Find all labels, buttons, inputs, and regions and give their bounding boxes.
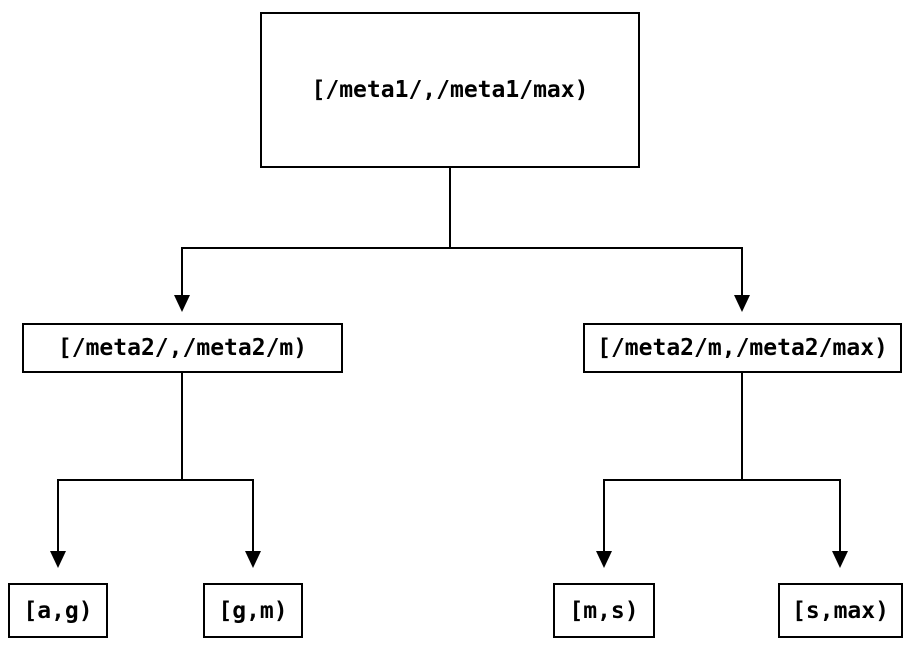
node-leaf-a-g: [a,g) xyxy=(8,583,108,638)
node-leaf-g-m-label: [g,m) xyxy=(218,597,288,624)
node-meta2-high: [/meta2/m,/meta2/max) xyxy=(583,323,902,373)
arrowhead xyxy=(596,551,612,568)
node-leaf-s-max-label: [s,max) xyxy=(792,597,889,624)
node-meta2-low-label: [/meta2/,/meta2/m) xyxy=(57,335,308,361)
edge-root-to-children xyxy=(174,168,750,312)
node-root-label: [/meta1/,/meta1/max) xyxy=(311,77,589,103)
node-leaf-m-s: [m,s) xyxy=(553,583,655,638)
arrowhead xyxy=(50,551,66,568)
arrowhead xyxy=(832,551,848,568)
node-leaf-s-max: [s,max) xyxy=(778,583,903,638)
arrowhead xyxy=(174,295,190,312)
node-root: [/meta1/,/meta1/max) xyxy=(260,12,640,168)
node-leaf-g-m: [g,m) xyxy=(203,583,303,638)
node-meta2-low: [/meta2/,/meta2/m) xyxy=(22,323,343,373)
arrowhead xyxy=(245,551,261,568)
edge-meta2-low-to-children xyxy=(50,373,261,568)
node-leaf-m-s-label: [m,s) xyxy=(569,597,639,624)
node-meta2-high-label: [/meta2/m,/meta2/max) xyxy=(597,335,888,361)
node-leaf-a-g-label: [a,g) xyxy=(23,597,93,624)
arrowhead xyxy=(734,295,750,312)
edge-meta2-high-to-children xyxy=(596,373,848,568)
